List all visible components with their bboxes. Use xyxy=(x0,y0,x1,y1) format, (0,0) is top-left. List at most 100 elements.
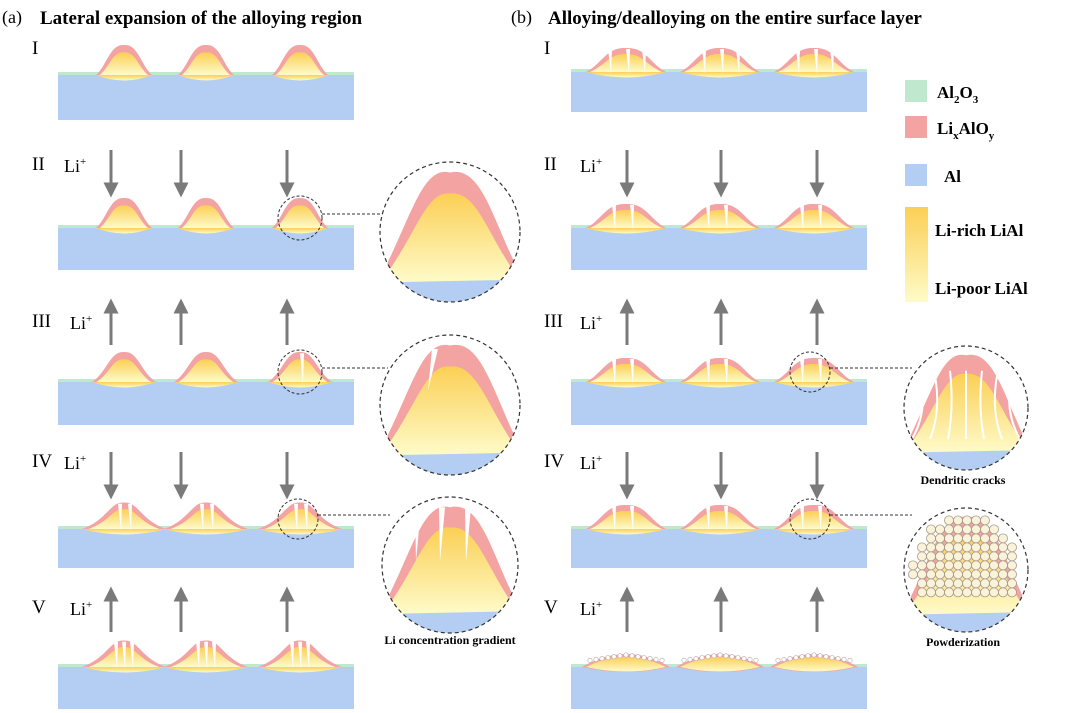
zoom-particle xyxy=(953,560,963,571)
al-substrate xyxy=(58,228,354,270)
zoom-particle xyxy=(971,542,981,553)
zoom-particle xyxy=(989,587,999,598)
crack xyxy=(630,205,634,230)
zoom-particle xyxy=(980,524,990,535)
alloy-region-lower xyxy=(258,529,342,535)
powder-particle xyxy=(635,654,641,660)
alloy-region-lower xyxy=(680,72,760,78)
zoom-border xyxy=(379,334,521,476)
li-ion-charge: + xyxy=(596,599,602,611)
powder-particle xyxy=(587,657,593,663)
zoom-particle xyxy=(962,524,972,535)
crack xyxy=(130,641,134,669)
zoom-dendrite xyxy=(1008,370,1021,440)
powder-particle xyxy=(735,655,741,661)
zoom-particle xyxy=(989,560,999,571)
alloy-region-lower xyxy=(174,382,238,388)
zoom-particle xyxy=(935,560,945,571)
crack xyxy=(294,503,298,531)
stage-label: IV xyxy=(544,451,564,472)
crack xyxy=(706,359,710,384)
crack xyxy=(800,506,804,531)
zoom-particle xyxy=(962,569,972,580)
powder-particle xyxy=(693,656,699,662)
al-substrate xyxy=(58,667,354,709)
alloy-region xyxy=(778,510,850,529)
alloy-region xyxy=(88,509,160,529)
alloy-region xyxy=(272,359,328,382)
powder-particle xyxy=(711,653,717,659)
powder-particle xyxy=(753,657,759,663)
li-ion-label: Li+ xyxy=(70,599,92,619)
alloy-region xyxy=(590,209,662,228)
zoom-particle xyxy=(953,542,963,553)
zoom-particle xyxy=(962,515,972,526)
zoom-particle xyxy=(953,533,963,544)
zoom-particle xyxy=(998,587,1008,598)
alloy-region-lower xyxy=(272,75,328,81)
zoom-particle xyxy=(998,560,1008,571)
powder-particle xyxy=(729,654,735,660)
zoom-crack xyxy=(428,349,438,391)
alloy-region-lower xyxy=(586,72,666,78)
zoom-particle xyxy=(971,533,981,544)
powder-particle xyxy=(775,657,781,663)
zoom-particle xyxy=(935,587,945,598)
powder-particle xyxy=(705,654,711,660)
zoom-particle xyxy=(962,578,972,589)
alloy-region-lower xyxy=(96,75,152,81)
zoom-particle xyxy=(998,569,1008,580)
li-ion-symbol: Li xyxy=(580,156,596,176)
crack xyxy=(830,49,834,74)
alloy-region xyxy=(778,53,850,72)
zoom-dendrite xyxy=(993,370,1003,440)
zoom-content xyxy=(380,162,520,302)
legend-label-al2o3: Al2O3 xyxy=(937,83,979,106)
powder-particle xyxy=(681,657,687,663)
crack xyxy=(736,49,740,74)
crack xyxy=(204,641,208,669)
zoom-particle xyxy=(908,569,918,580)
alloy-region-lower xyxy=(258,667,342,673)
zoom-particle xyxy=(989,569,999,580)
zoom-particle xyxy=(980,587,990,598)
li-ion-label: Li+ xyxy=(580,313,602,333)
zoom-particle xyxy=(935,533,945,544)
crack xyxy=(200,503,204,531)
stage-label: I xyxy=(544,38,550,59)
alloy-region xyxy=(170,509,242,529)
alloy-region-lower xyxy=(586,228,666,234)
powder-particle xyxy=(659,657,665,663)
zoom-particle xyxy=(926,587,936,598)
powder-particle xyxy=(611,654,617,660)
li-ion-symbol: Li xyxy=(580,599,596,619)
zoom-particle xyxy=(944,560,954,571)
alloy-region xyxy=(100,205,148,228)
li-ion-symbol: Li xyxy=(580,453,596,473)
li-ion-symbol: Li xyxy=(64,453,80,473)
zoom-crack xyxy=(439,507,445,562)
zoom-particle xyxy=(980,533,990,544)
alloy-region-lower xyxy=(178,228,234,234)
panel-b-title: Alloying/dealloying on the entire surfac… xyxy=(548,8,922,29)
zoom-particle xyxy=(953,569,963,580)
legend: Al2O3 LixAlOy Al Li-rich LiAl Li-poor Li… xyxy=(905,80,1028,302)
li-ion-symbol: Li xyxy=(64,156,80,176)
li-ion-symbol: Li xyxy=(70,313,86,333)
alloy-region-lower xyxy=(82,667,166,673)
zoom-particle xyxy=(917,569,927,580)
alloy-region xyxy=(276,205,324,228)
zoom-caption-dendritic-cracks: Dendritic cracks xyxy=(921,473,1006,487)
alloy-region-lower xyxy=(164,667,248,673)
zoom-particle xyxy=(926,569,936,580)
zoom-particle xyxy=(971,551,981,562)
crack xyxy=(114,641,118,669)
stage-label: II xyxy=(544,154,557,175)
zoom-particle xyxy=(980,551,990,562)
zoom-particle xyxy=(971,515,981,526)
powder-particle xyxy=(641,655,647,661)
zoom-particle xyxy=(980,542,990,553)
zoom-particle xyxy=(1007,587,1017,598)
